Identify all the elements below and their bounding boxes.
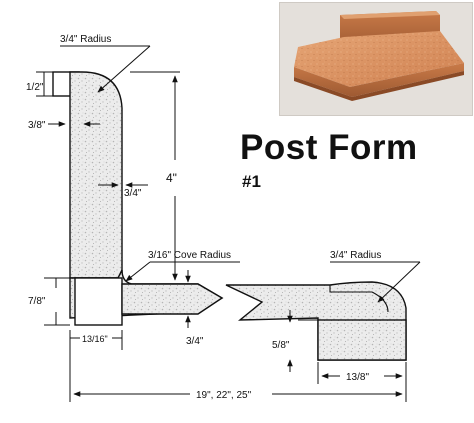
- edge-block: [317, 319, 407, 361]
- label-front-radius: 3/4" Radius: [330, 250, 381, 261]
- deck-section-left: [69, 269, 224, 319]
- backsplash-section: [69, 71, 123, 279]
- deck-section: [121, 283, 224, 315]
- radius-top-arrow: [97, 45, 151, 93]
- label-top-radius: 3/4" Radius: [60, 34, 111, 45]
- page-title: Post Form: [240, 128, 418, 167]
- front-edge-section: [225, 281, 407, 361]
- profile-left: [52, 71, 224, 326]
- countertop-photo: [279, 2, 473, 116]
- label-thickness-left: 3/8": [28, 120, 46, 131]
- label-backsplash-height: 4": [166, 171, 177, 185]
- lip-block: [52, 71, 80, 97]
- countertop-illustration: [294, 11, 464, 101]
- label-base-height: 7/8": [28, 296, 46, 307]
- label-edge-width: 13/8": [346, 372, 369, 383]
- label-overall-depth: 19", 22", 25": [196, 390, 252, 401]
- base-block: [74, 277, 123, 326]
- label-lip-height: 1/2": [26, 82, 44, 93]
- label-base-width: 13/16": [82, 334, 108, 344]
- label-backsplash-thickness: 3/4": [124, 188, 142, 199]
- label-edge-thickness: 5/8": [272, 340, 290, 351]
- label-deck-thickness: 3/4": [186, 336, 204, 347]
- page-subtitle: #1: [242, 172, 261, 191]
- label-cove-radius: 3/16" Cove Radius: [148, 250, 231, 261]
- laminate-line: [329, 285, 389, 313]
- cove-arrow: [125, 261, 151, 282]
- profile-right: [225, 281, 407, 361]
- radius-front-arrow: [377, 261, 421, 303]
